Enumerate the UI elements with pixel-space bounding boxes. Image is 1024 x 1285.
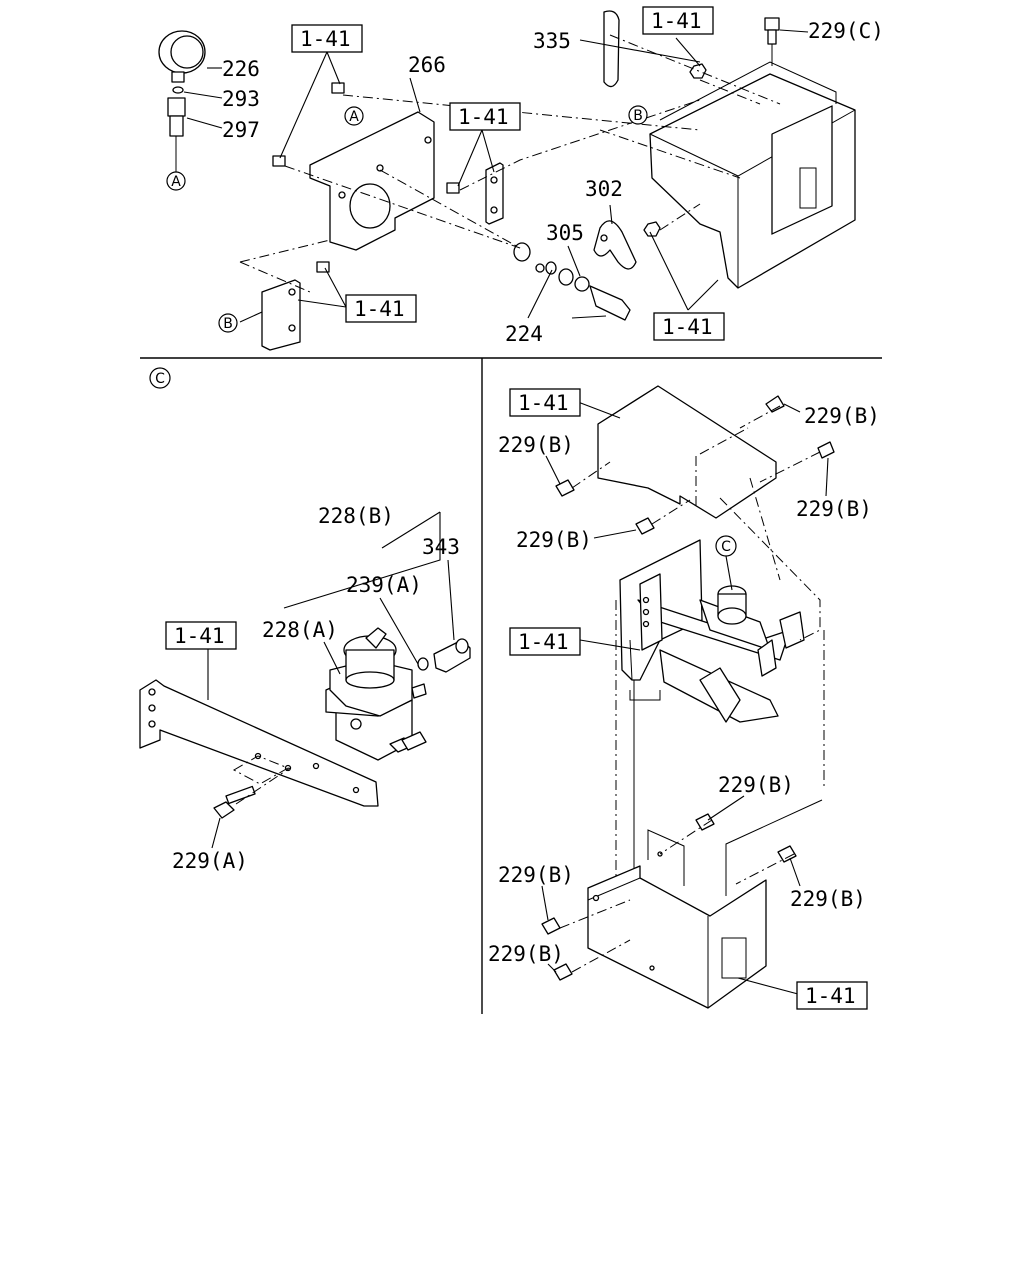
callout-228b: 228(B) xyxy=(318,504,394,528)
fitting-343 xyxy=(417,638,471,673)
ref-box-1-41[interactable]: 1-41 xyxy=(642,6,714,35)
ref-box-1-41[interactable]: 1-41 xyxy=(509,388,581,417)
callout-226: 226 xyxy=(222,57,260,81)
svg-text:B: B xyxy=(633,108,643,124)
svg-text:A: A xyxy=(171,174,181,190)
fitting-group xyxy=(513,242,631,321)
marker-a: A xyxy=(166,171,186,191)
callout-229b: 229(B) xyxy=(516,528,592,552)
svg-text:C: C xyxy=(155,371,165,387)
callout-305: 305 xyxy=(546,221,584,245)
clip-part-302 xyxy=(593,220,637,270)
callout-229b: 229(B) xyxy=(488,942,564,966)
callout-335: 335 xyxy=(533,29,571,53)
marker-a: A xyxy=(344,106,364,126)
small-plate-bottom xyxy=(261,279,301,351)
ref-box-1-41[interactable]: 1-41 xyxy=(509,627,581,656)
svg-text:1-41: 1-41 xyxy=(174,624,225,648)
top-cover xyxy=(597,385,777,519)
callout-224: 224 xyxy=(505,322,543,346)
marker-c: C xyxy=(149,367,171,389)
ref-box-1-41[interactable]: 1-41 xyxy=(449,102,521,131)
svg-text:C: C xyxy=(721,539,731,555)
marker-b: B xyxy=(628,105,648,125)
svg-text:B: B xyxy=(223,316,233,332)
svg-text:1-41: 1-41 xyxy=(354,297,405,321)
callout-229b: 229(B) xyxy=(790,887,866,911)
screw-229b-set xyxy=(541,395,835,981)
svg-text:1-41: 1-41 xyxy=(651,9,702,33)
svg-text:1-41: 1-41 xyxy=(458,105,509,129)
callout-229b: 229(B) xyxy=(796,497,872,521)
callout-293: 293 xyxy=(222,87,260,111)
marker-b: B xyxy=(218,313,238,333)
marker-c: C xyxy=(715,535,737,557)
screw-229C xyxy=(764,17,780,66)
bracket-266 xyxy=(309,111,435,251)
ref-box-1-41[interactable]: 1-41 xyxy=(796,981,868,1010)
callout-343: 343 xyxy=(422,535,460,559)
small-plate-top xyxy=(485,162,504,225)
callout-229b: 229(B) xyxy=(498,863,574,887)
bottom-cover-box xyxy=(587,799,823,1009)
valve-assembly-frame xyxy=(619,539,805,880)
callout-229b: 229(B) xyxy=(498,433,574,457)
callout-229c: 229(C) xyxy=(808,19,884,43)
callout-228a: 228(A) xyxy=(262,618,338,642)
valve-body-228a xyxy=(325,627,427,761)
ref-box-1-41[interactable]: 1-41 xyxy=(345,294,417,323)
callout-229b: 229(B) xyxy=(718,773,794,797)
mounting-bracket-plate xyxy=(139,679,379,807)
svg-text:1-41: 1-41 xyxy=(805,984,856,1008)
svg-text:1-41: 1-41 xyxy=(300,27,351,51)
callout-229a: 229(A) xyxy=(172,849,248,873)
band-part-335 xyxy=(603,10,620,88)
nut-part xyxy=(643,221,661,237)
callout-266: 266 xyxy=(408,53,446,77)
ref-box-1-41[interactable]: 1-41 xyxy=(291,24,363,53)
ref-box-1-41[interactable]: 1-41 xyxy=(653,312,725,341)
svg-text:A: A xyxy=(349,109,359,125)
callout-302: 302 xyxy=(585,177,623,201)
ref-box-1-41[interactable]: 1-41 xyxy=(165,621,237,650)
gauge-part xyxy=(158,30,206,172)
svg-text:1-41: 1-41 xyxy=(518,630,569,654)
bolt-229a xyxy=(213,785,256,819)
svg-text:1-41: 1-41 xyxy=(518,391,569,415)
callout-239a: 239(A) xyxy=(346,573,422,597)
cover-box-top xyxy=(649,61,856,289)
bolt-pair-top xyxy=(272,82,460,273)
callout-229b: 229(B) xyxy=(804,404,880,428)
svg-text:1-41: 1-41 xyxy=(662,315,713,339)
callout-297: 297 xyxy=(222,118,260,142)
